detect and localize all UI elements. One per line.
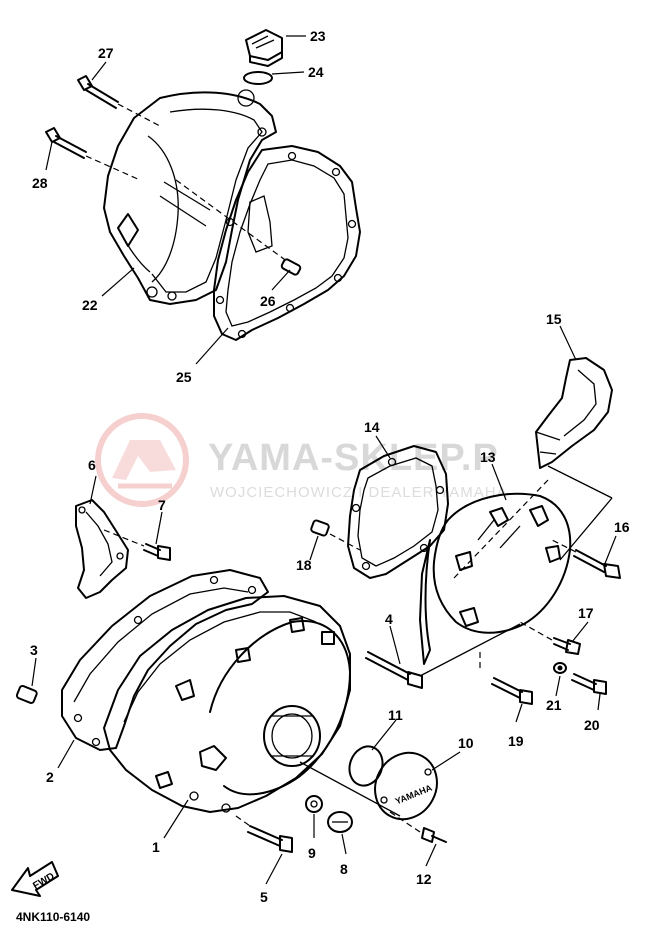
callout-28: 28	[32, 175, 48, 191]
part-25-gasket	[213, 145, 361, 341]
callout-13: 13	[480, 449, 496, 465]
part-12-screw	[389, 811, 447, 843]
part-5-bolt	[235, 815, 293, 853]
callout-16: 16	[614, 519, 630, 535]
part-7-bolt	[103, 529, 171, 561]
callout-27: 27	[98, 45, 114, 61]
part-8-plug	[327, 811, 353, 833]
callout-1: 1	[152, 839, 160, 855]
callout-22: 22	[82, 297, 98, 313]
part-6-bracket	[75, 499, 129, 599]
part-21-washer	[553, 662, 567, 674]
part-23-filler-cap	[245, 29, 283, 67]
part-13-cover	[419, 492, 572, 665]
callout-6: 6	[88, 457, 96, 473]
callout-18: 18	[296, 557, 312, 573]
part-9-washer	[305, 795, 323, 813]
callout-26: 26	[260, 293, 276, 309]
forward-label: FWD	[31, 871, 56, 892]
forward-arrow: FWD	[11, 861, 59, 897]
part-10-cap: YAMAHA	[374, 751, 438, 821]
part-3-dowel-pin	[15, 684, 38, 704]
callout-20: 20	[584, 717, 600, 733]
part-2-gasket	[61, 569, 269, 751]
part-26-dowel-pin	[280, 258, 302, 276]
part-17-bolt	[519, 621, 581, 655]
part-16-bolt	[551, 539, 621, 579]
part-14-gasket	[347, 445, 449, 579]
leader-lines	[31, 35, 617, 885]
callout-2: 2	[46, 769, 54, 785]
diagram-code: 4NK110-6140	[16, 910, 90, 924]
part-19-bolt	[479, 652, 533, 705]
axis-line-plug	[299, 761, 401, 817]
part-27-bolt	[77, 75, 161, 127]
callout-10: 10	[458, 735, 474, 751]
callout-17: 17	[578, 605, 594, 621]
callout-14: 14	[364, 419, 380, 435]
part-11-o-ring	[348, 745, 384, 787]
part-15-trim	[535, 357, 613, 469]
callout-19: 19	[508, 733, 524, 749]
callout-24: 24	[308, 64, 324, 80]
callout-5: 5	[260, 889, 268, 905]
callout-23: 23	[310, 28, 326, 44]
outline-box-13	[547, 465, 613, 561]
cover-emblem: YAMAHA	[394, 782, 434, 806]
part-1-crankcase-cover	[103, 595, 351, 813]
watermark-logo	[95, 413, 189, 507]
watermark-subtitle: WOJCIECHOWICZ I DEALER YAMAHA	[210, 484, 508, 501]
callout-7: 7	[158, 497, 166, 513]
callout-11: 11	[388, 707, 403, 723]
callouts: 23 24 27 28 22 26 25 15 14 13 16 17 18 4…	[30, 28, 630, 905]
part-22-housing-cover	[103, 89, 277, 305]
part-4-bolt	[365, 623, 521, 689]
watermark: YAMA-SKLEP.P WOJCIECHOWICZ I DEALER YAMA…	[95, 413, 508, 507]
axis-line-22-25	[175, 179, 289, 263]
callout-25: 25	[176, 369, 192, 385]
part-24-o-ring	[243, 71, 273, 85]
watermark-title: YAMA-SKLEP.P	[208, 437, 499, 479]
callout-9: 9	[308, 845, 316, 861]
callout-12: 12	[416, 871, 432, 887]
axis-line-13	[453, 479, 549, 579]
callout-21: 21	[546, 697, 562, 713]
callout-15: 15	[546, 311, 562, 327]
part-20-bolt	[571, 673, 607, 695]
callout-3: 3	[30, 642, 38, 658]
part-18-dowel-pin	[310, 519, 361, 551]
callout-8: 8	[340, 861, 348, 877]
part-28-bolt	[45, 127, 141, 181]
callout-4: 4	[385, 611, 393, 627]
